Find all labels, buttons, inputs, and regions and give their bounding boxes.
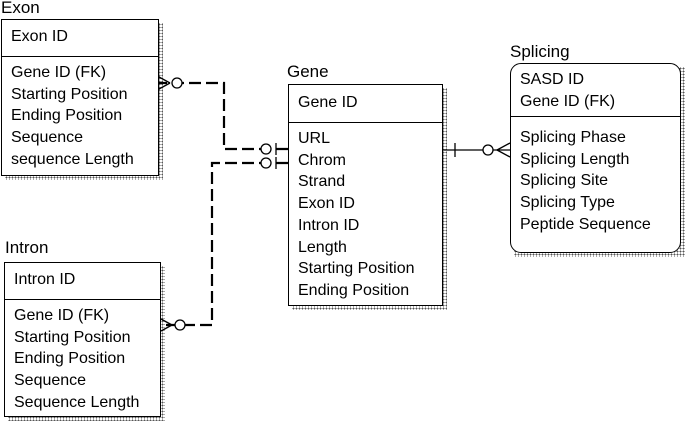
intron-key-section: Intron ID — [5, 263, 160, 300]
intron-key-field: Intron ID — [14, 271, 76, 288]
gene-intron-line — [161, 161, 288, 327]
gene-attribute: Intron ID — [298, 216, 360, 234]
intron-attribute: Sequence — [14, 372, 87, 390]
exon-attribute: sequence Length — [11, 150, 134, 168]
gene-key-field: Gene ID — [298, 94, 358, 111]
gene-exon-relationship[interactable] — [158, 76, 288, 155]
splicing-attribute: Splicing Type — [520, 194, 615, 212]
exon-key-section: Exon ID — [2, 20, 158, 57]
gene-attribute: Exon ID — [298, 195, 355, 213]
gene-end-optional-one-marker — [260, 143, 277, 155]
splicing-entity[interactable]: SASD ID Gene ID (FK) Splicing Phase Spli… — [510, 63, 681, 253]
splicing-key-field: Gene ID (FK) — [520, 92, 616, 110]
exon-attribute: Starting Position — [11, 85, 128, 103]
exon-attribute: Gene ID (FK) — [11, 64, 107, 81]
intron-attribute: Ending Position — [14, 350, 126, 368]
intron-entity-title: Intron — [5, 238, 49, 257]
gene-attribute: Chrom — [298, 151, 347, 169]
gene-key-section: Gene ID — [289, 85, 442, 123]
gene-attribute: Starting Position — [298, 260, 415, 278]
exon-end-optional-many-marker — [158, 76, 183, 90]
gene-entity[interactable]: Gene ID URL Chrom Strand Exon ID Intron … — [288, 84, 443, 306]
exon-attribute: Sequence — [11, 129, 84, 147]
gene-attribute: Ending Position — [298, 281, 410, 299]
gene-splicing-relationship[interactable] — [443, 142, 511, 158]
splicing-attribute: Peptide Sequence — [520, 215, 651, 233]
gene-entity-title: Gene — [287, 62, 329, 81]
intron-end-optional-many-marker — [160, 318, 186, 332]
splicing-entity-title: Splicing — [510, 42, 570, 61]
intron-attribute: Starting Position — [14, 328, 131, 346]
exon-entity[interactable]: Exon ID Gene ID (FK) Starting Position E… — [1, 19, 159, 176]
exon-attribute-section: Gene ID (FK) Starting Position Ending Po… — [2, 62, 158, 171]
splicing-attribute: Splicing Phase — [520, 129, 626, 146]
splicing-key-field: SASD ID — [520, 71, 585, 88]
exon-entity-title: Exon — [1, 0, 40, 17]
intron-attribute: Gene ID (FK) — [14, 307, 110, 324]
splicing-attribute: Splicing Site — [520, 172, 609, 190]
gene-intron-relationship[interactable] — [160, 157, 288, 332]
intron-attribute: Sequence Length — [14, 393, 140, 411]
splicing-key-section: SASD ID Gene ID (FK) — [511, 64, 680, 117]
gene-end-optional-one-marker — [260, 157, 277, 169]
exon-attribute: Ending Position — [11, 107, 123, 125]
exon-key-field: Exon ID — [11, 28, 68, 45]
gene-attribute: URL — [298, 130, 331, 147]
splicing-attribute: Splicing Length — [520, 150, 630, 168]
intron-attribute-section: Gene ID (FK) Starting Position Ending Po… — [5, 305, 160, 414]
gene-attribute: Length — [298, 238, 347, 256]
splicing-attribute-section: Splicing Phase Splicing Length Splicing … — [511, 127, 680, 236]
gene-attribute: Strand — [298, 173, 346, 191]
intron-entity[interactable]: Intron ID Gene ID (FK) Starting Position… — [4, 262, 161, 417]
splicing-end-optional-many-marker — [482, 142, 511, 158]
gene-exon-line — [159, 81, 288, 151]
gene-attribute-section: URL Chrom Strand Exon ID Intron ID Lengt… — [289, 128, 442, 302]
